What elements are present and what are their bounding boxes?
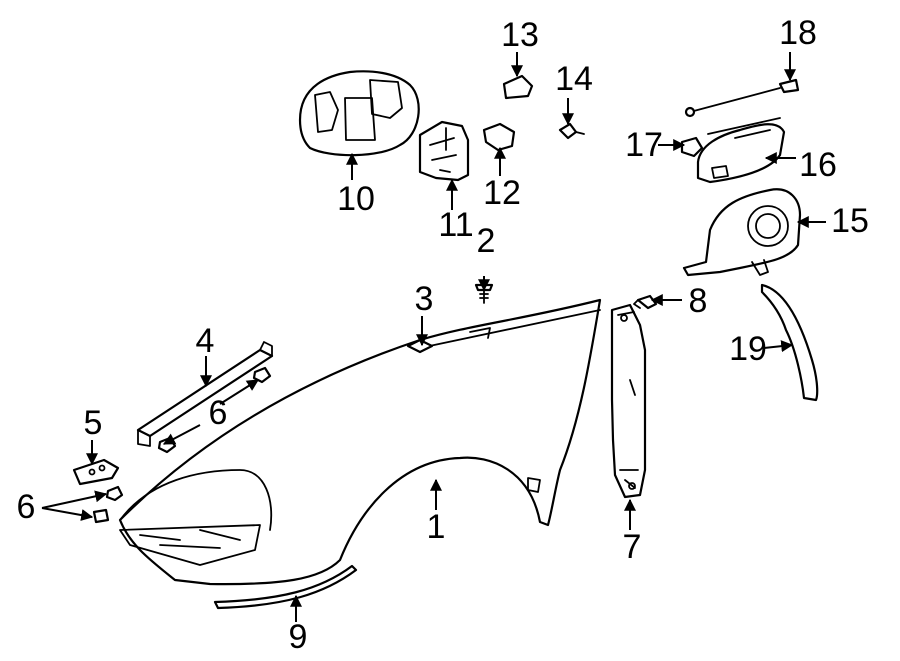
callout-14: 14 [555,60,593,98]
door-panel-part [298,70,420,157]
callout-8: 8 [689,282,708,320]
release-cable-part [684,78,800,118]
callout-labels: 1 2 3 4 5 6 6 7 8 9 10 11 12 13 14 15 16… [17,14,869,656]
callout-16: 16 [799,146,837,184]
callout-12: 12 [483,174,521,212]
leader-lines [41,52,826,622]
mount-bracket-part [72,458,120,486]
hinge-clip-part [482,122,516,152]
callout-13: 13 [501,16,539,54]
grommet-part [680,136,704,158]
callout-11: 11 [438,206,473,244]
callout-18: 18 [779,14,817,52]
callout-6a: 6 [209,394,228,432]
callout-2: 2 [477,222,496,260]
screw-part [558,122,585,140]
fender-part [118,298,602,586]
actuator-part [696,117,786,184]
fuel-housing-part [682,188,802,277]
callout-1: 1 [427,508,446,546]
moulding-strip-part [213,564,358,610]
callout-17: 17 [625,126,663,164]
callout-15: 15 [831,202,869,240]
seal-strip-part [760,283,819,402]
callout-4: 4 [196,322,215,360]
cap-part [502,74,534,100]
callout-5: 5 [84,404,103,442]
callout-7: 7 [623,528,642,566]
inner-bracket-part [610,303,647,499]
latch-part [418,120,470,182]
bracket-bar-part [136,341,274,447]
callout-6b: 6 [17,488,36,526]
callout-19: 19 [729,330,767,368]
push-pin-part [633,294,658,310]
callout-9: 9 [289,618,308,656]
callout-3: 3 [415,280,434,318]
callout-10: 10 [337,180,375,218]
